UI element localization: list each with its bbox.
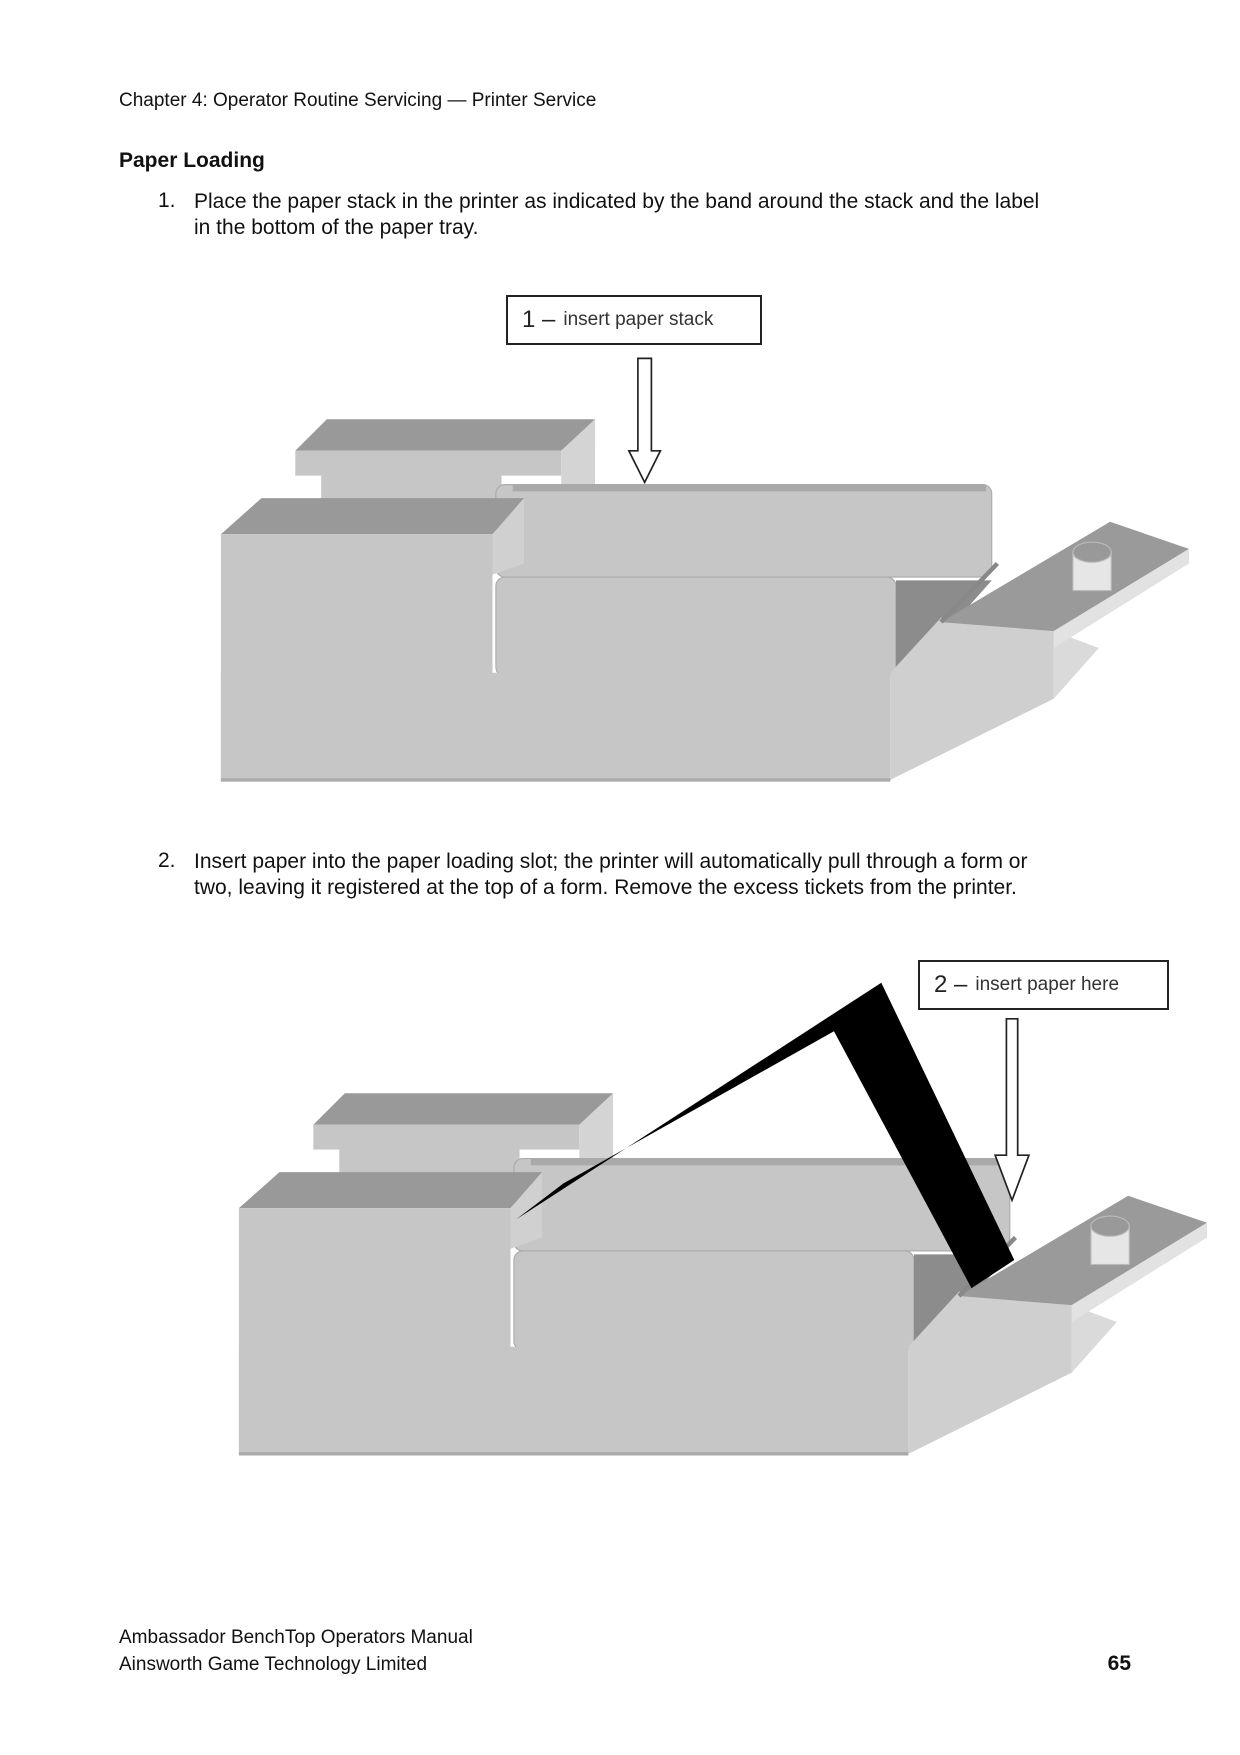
step-line: Insert paper into the paper loading slot…: [194, 850, 1028, 873]
step-text: Insert paper into the paper loading slot…: [194, 849, 1154, 901]
callout-text: insert paper stack: [563, 309, 714, 330]
down-arrow-icon: [993, 1017, 1031, 1203]
down-arrow-icon: [627, 357, 662, 485]
callout-number: 1 –: [522, 306, 556, 333]
step-number: 2.: [158, 849, 176, 872]
step-text: Place the paper stack in the printer as …: [194, 189, 1154, 241]
step-line: in the bottom of the paper tray.: [194, 216, 479, 239]
step-number: 1.: [158, 189, 176, 212]
paper-band: [516, 982, 1015, 1289]
callout-insert-paper-stack: 1 – insert paper stack: [506, 295, 762, 345]
callout-number: 2 –: [934, 971, 968, 998]
footer-company: Ainsworth Game Technology Limited: [119, 1654, 428, 1675]
page-number: 65: [1107, 1652, 1131, 1675]
step-line: Place the paper stack in the printer as …: [194, 190, 1040, 213]
running-header: Chapter 4: Operator Routine Servicing — …: [119, 90, 597, 111]
footer-manual-title: Ambassador BenchTop Operators Manual: [119, 1627, 473, 1648]
step-line: two, leaving it registered at the top of…: [194, 876, 1017, 899]
section-title: Paper Loading: [119, 149, 265, 172]
printer-figure-2: [239, 1093, 1207, 1454]
callout-insert-paper-here: 2 – insert paper here: [918, 960, 1169, 1010]
printer-figure-1: [221, 419, 1189, 780]
callout-text: insert paper here: [975, 974, 1120, 995]
